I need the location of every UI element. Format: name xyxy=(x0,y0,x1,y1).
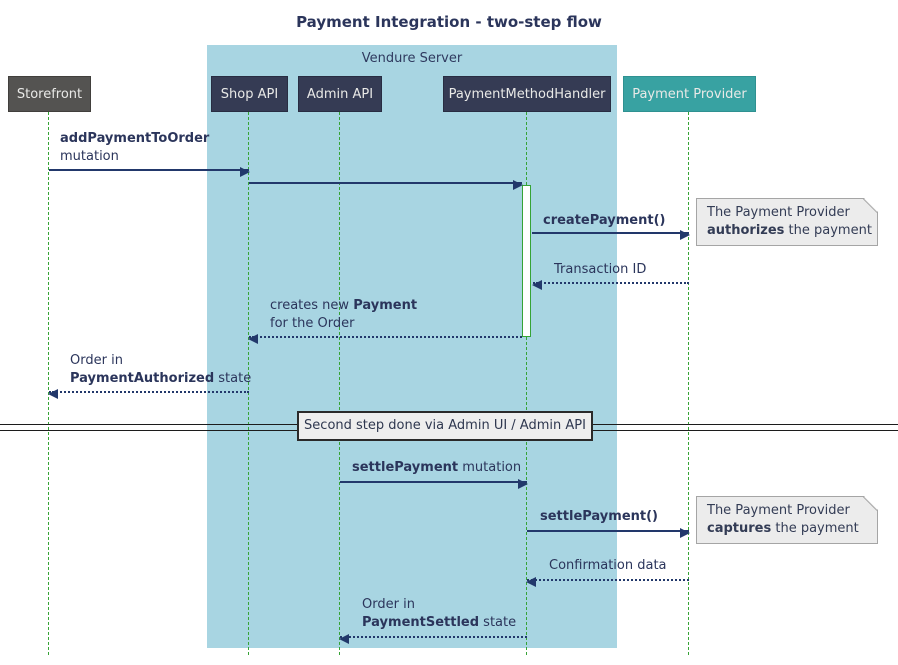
note-captures: The Payment Provider captures the paymen… xyxy=(696,496,878,544)
lifeline-payment-method-handler xyxy=(526,112,527,655)
label-create-payment: createPayment() xyxy=(543,213,666,228)
arrow-order-authorized xyxy=(48,389,249,399)
label-add-payment-line2: mutation xyxy=(60,149,119,164)
participant-storefront: Storefront xyxy=(8,76,91,112)
note-authorizes-line1: The Payment Provider xyxy=(707,205,850,220)
arrow-shop-to-handler xyxy=(249,180,523,190)
arrowhead-left-icon xyxy=(532,280,542,290)
arrowhead-left-icon xyxy=(248,334,258,344)
participant-payment-provider: Payment Provider xyxy=(623,76,756,112)
note-authorizes-bold: authorizes xyxy=(707,223,785,238)
arrow-settle-call xyxy=(527,528,690,538)
arrow-add-payment xyxy=(49,167,250,177)
activation-bar-payment-method-handler xyxy=(522,185,531,337)
label-creates-payment-line2: for the Order xyxy=(270,316,355,331)
arrowhead-left-icon xyxy=(526,577,536,587)
label-order-authorized-line1: Order in xyxy=(70,353,123,368)
label-confirmation-data: Confirmation data xyxy=(549,558,667,573)
label-order-authorized-rest: state xyxy=(214,371,252,386)
label-transaction-id: Transaction ID xyxy=(554,262,647,277)
label-settle-mutation-bold: settlePayment xyxy=(352,460,459,475)
participant-payment-method-handler: PaymentMethodHandler xyxy=(443,76,611,112)
participant-admin-api: Admin API xyxy=(298,76,382,112)
vendure-server-frame xyxy=(207,45,617,648)
label-order-authorized: Order in PaymentAuthorized state xyxy=(70,352,251,388)
lifeline-storefront xyxy=(48,112,49,655)
label-add-payment-to-order: addPaymentToOrder mutation xyxy=(60,130,209,166)
arrow-transaction-id xyxy=(532,280,689,290)
label-creates-payment-pre: creates new xyxy=(270,298,354,313)
note-captures-line1: The Payment Provider xyxy=(707,503,850,518)
divider-label: Second step done via Admin UI / Admin AP… xyxy=(297,411,593,441)
label-creates-payment: creates new Payment for the Order xyxy=(270,297,417,333)
note-authorizes-rest: the payment xyxy=(784,223,872,238)
arrowhead-right-icon xyxy=(680,230,690,240)
note-authorizes: The Payment Provider authorizes the paym… xyxy=(696,198,878,246)
label-order-settled: Order in PaymentSettled state xyxy=(362,596,516,632)
arrowhead-right-icon xyxy=(518,479,528,489)
arrowhead-left-icon xyxy=(339,634,349,644)
arrowhead-right-icon xyxy=(680,528,690,538)
arrowhead-right-icon xyxy=(240,167,250,177)
lifeline-shop-api xyxy=(248,112,249,655)
label-order-settled-bold: PaymentSettled xyxy=(362,615,480,630)
participant-shop-api: Shop API xyxy=(211,76,288,112)
label-add-payment-line1: addPaymentToOrder xyxy=(60,131,210,146)
label-order-settled-line1: Order in xyxy=(362,597,415,612)
label-settle-call: settlePayment() xyxy=(540,509,658,524)
arrow-create-payment xyxy=(532,230,690,240)
label-order-authorized-bold: PaymentAuthorized xyxy=(70,371,215,386)
vendure-server-label: Vendure Server xyxy=(361,51,463,66)
arrowhead-left-icon xyxy=(48,389,58,399)
lifeline-payment-provider xyxy=(688,112,689,655)
arrowhead-right-icon xyxy=(513,180,523,190)
label-order-settled-rest: state xyxy=(479,615,517,630)
arrow-creates-payment xyxy=(248,334,522,344)
lifeline-admin-api xyxy=(339,112,340,655)
label-settle-mutation-rest: mutation xyxy=(458,460,522,475)
arrow-settle-mutation xyxy=(340,479,528,489)
note-captures-rest: the payment xyxy=(771,521,859,536)
label-creates-payment-bold: Payment xyxy=(353,298,418,313)
diagram-title: Payment Integration - two-step flow xyxy=(296,13,602,31)
arrow-order-settled xyxy=(339,634,527,644)
note-captures-bold: captures xyxy=(707,521,772,536)
label-settle-mutation: settlePayment mutation xyxy=(352,459,521,477)
arrow-confirmation-data xyxy=(526,577,689,587)
